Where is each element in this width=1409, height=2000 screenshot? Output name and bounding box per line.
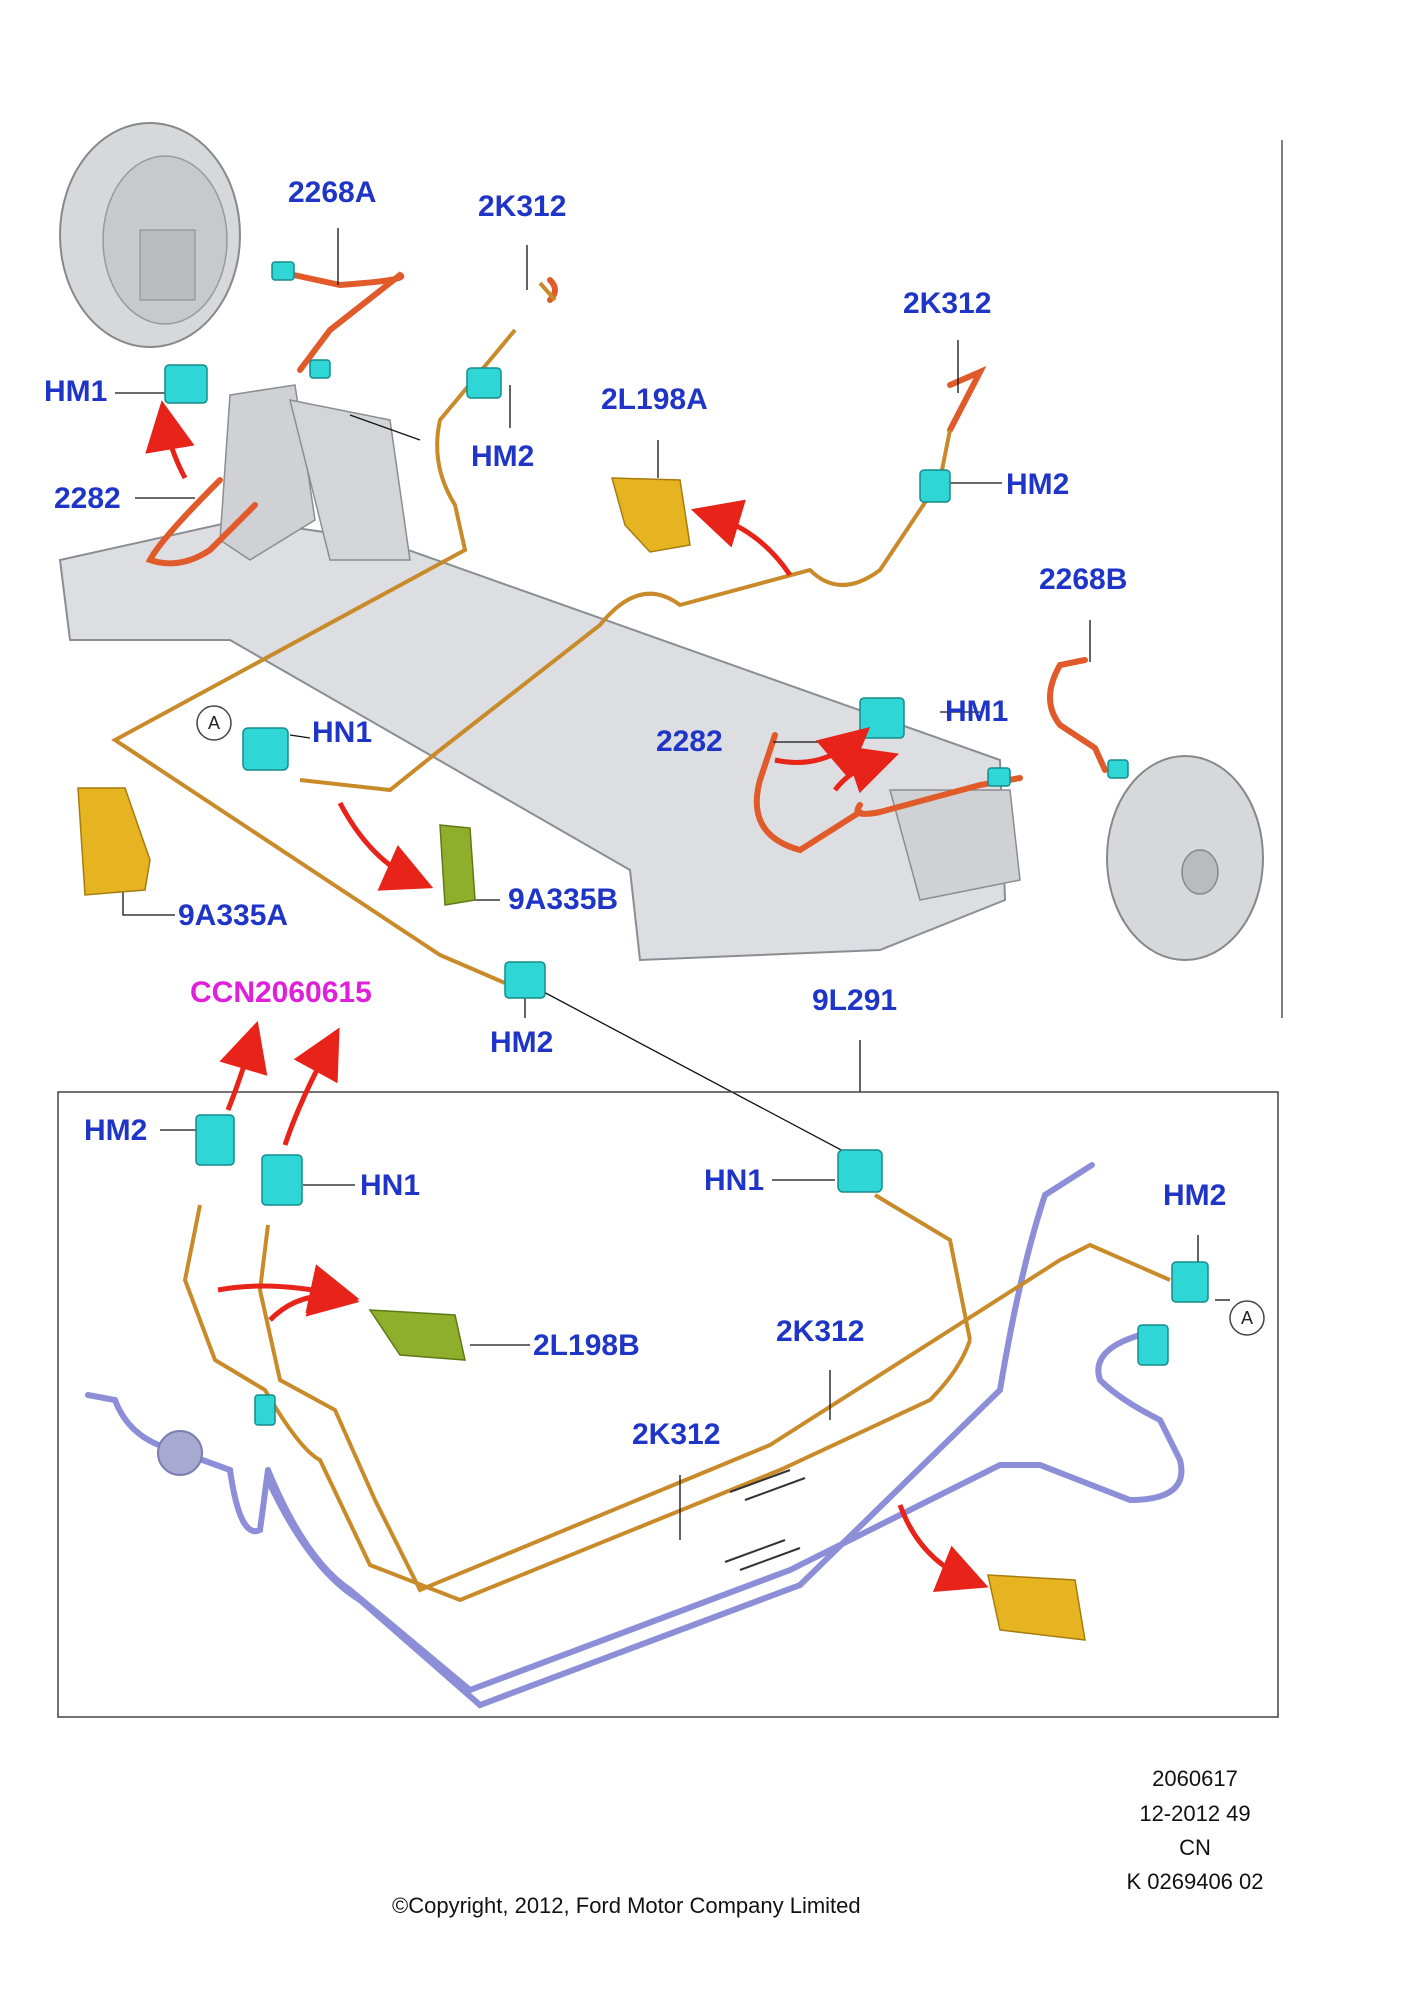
- fuel-filter-body: [157, 1430, 203, 1476]
- clip-hm1-left: [164, 364, 208, 404]
- callout-9a335b: 9A335B: [508, 883, 619, 916]
- callout-hm2-inset-left: HM2: [84, 1114, 148, 1147]
- clip-hm2-right: [919, 469, 951, 503]
- brake-pipes-upper: [111, 281, 952, 985]
- clip-hn1-inset-left: [261, 1154, 303, 1206]
- brake-hoses: [145, 269, 1108, 854]
- callout-hm2-mid: HM2: [490, 1026, 554, 1059]
- inset-frame: [57, 1091, 1279, 1718]
- red-arrows: [145, 400, 989, 1593]
- callout-2l198a: 2L198A: [601, 383, 708, 416]
- callout-9l291: 9L291: [812, 984, 898, 1017]
- callout-2282-left: 2282: [54, 482, 121, 515]
- clip-hm2-mid: [504, 961, 546, 999]
- callout-2268b: 2268B: [1039, 563, 1128, 596]
- leader-lines-inset: [160, 1129, 1230, 1540]
- clip-hm2-inset-left: [195, 1114, 235, 1166]
- clip-fittings: [164, 261, 1209, 1426]
- callout-2k312-inset-b: 2K312: [632, 1418, 721, 1451]
- callout-2l198b: 2L198B: [533, 1329, 640, 1362]
- clip-hn1-top: [242, 727, 289, 771]
- fitting-inset-left: [254, 1394, 276, 1426]
- callout-2k312-top-left: 2K312: [478, 190, 567, 223]
- callout-2k312-top-right: 2K312: [903, 287, 992, 320]
- callout-2268a: 2268A: [288, 176, 377, 209]
- clip-hm2-top: [466, 367, 502, 399]
- callout-hn1-top: HN1: [312, 716, 373, 749]
- fitting-2268b-end: [1107, 759, 1129, 779]
- callout-hn1-inset-mid: HN1: [704, 1164, 765, 1197]
- fitting-2268a-mid: [309, 359, 331, 379]
- circle-marker-a-inset: [1229, 1300, 1265, 1336]
- footer-code: 2060617: [1152, 1766, 1238, 1791]
- callout-hm1-right: HM1: [945, 695, 1009, 728]
- clip-hn1-inset-mid: [837, 1149, 883, 1193]
- callout-2k312-inset-a: 2K312: [776, 1315, 865, 1348]
- bracket-inset-yellow: [987, 1574, 1086, 1641]
- callout-9a335a: 9A335A: [178, 899, 289, 932]
- circle-marker-a-top-label: A: [207, 713, 220, 733]
- rear-axle-beam: [58, 384, 1021, 962]
- clip-hm2-inset-right: [1171, 1261, 1209, 1303]
- callout-hm2-inset-right: HM2: [1163, 1179, 1227, 1212]
- bracket-2l198a: [611, 477, 691, 553]
- brackets: [77, 477, 1086, 1641]
- bracket-2l198b: [368, 1309, 466, 1361]
- fitting-inset-elbow: [1137, 1324, 1169, 1366]
- footer-date: 12-2012 49: [1139, 1801, 1251, 1826]
- circle-marker-a-inset-label: A: [1240, 1308, 1253, 1328]
- fuel-pipes: [85, 1162, 1185, 1709]
- bracket-9a335a: [77, 787, 151, 896]
- pipe-break-marks: [724, 1469, 806, 1571]
- left-brake-backing-plate: [59, 122, 241, 348]
- callout-hm1-left: HM1: [44, 375, 108, 408]
- reference-ccn2060615: CCN2060615: [190, 976, 372, 1009]
- callout-2282-right: 2282: [656, 725, 723, 758]
- callout-hn1-inset-left: HN1: [360, 1169, 421, 1202]
- callout-hm2-top: HM2: [471, 440, 535, 473]
- copyright-notice: ©Copyright, 2012, Ford Motor Company Lim…: [392, 1893, 861, 1918]
- footer-region: CN: [1179, 1835, 1211, 1860]
- brake-pipes-inset: [182, 1193, 1171, 1603]
- clip-hm1-right: [859, 697, 905, 739]
- circle-marker-a-top: [196, 705, 232, 741]
- leader-lines-upper: [115, 228, 1091, 1161]
- right-brake-backing-plate: [1106, 755, 1264, 961]
- fitting-2268b-mid: [987, 767, 1011, 787]
- bracket-9a335b: [439, 824, 476, 906]
- callout-hm2-right: HM2: [1006, 468, 1070, 501]
- footer-part-ref: K 0269406 02: [1126, 1869, 1264, 1894]
- fitting-2268a-end: [271, 261, 295, 281]
